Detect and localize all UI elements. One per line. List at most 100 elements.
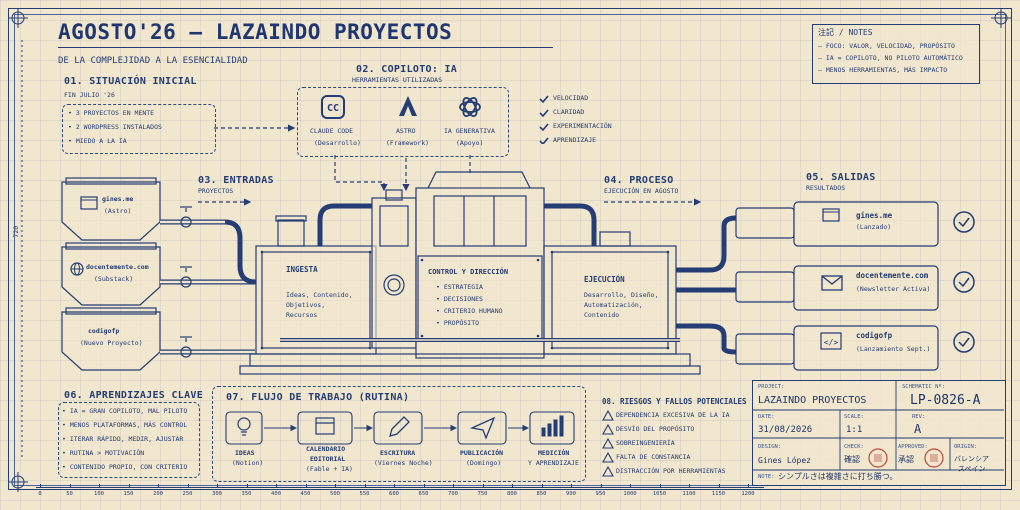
benefit-item: EXPERIMENTACIÓN [553, 122, 612, 130]
ruler-tick [453, 484, 454, 488]
control-title: CONTROL Y DIRECCIÓN [428, 268, 509, 276]
proceso-title: 04. PROCESO [604, 175, 674, 186]
code-icon: </> [820, 332, 842, 350]
copiloto-subtitle: HERRAMIENTAS UTILIZADAS [352, 76, 443, 84]
input-pipes [160, 206, 257, 358]
situacion-item: • 3 PROYECTOS EN MENTE [68, 109, 155, 117]
input-sub: (Astro) [104, 207, 132, 215]
ruler-tick [364, 484, 366, 488]
page-subtitle: DE LA COMPLEJIDAD A LA ESENCIALIDAD [58, 56, 248, 66]
ruler-tick [246, 484, 248, 488]
ejecucion-title: EJECUCIÓN [584, 275, 625, 284]
notes-box [812, 24, 980, 84]
warning-icons [602, 410, 614, 477]
output-name: docentemente.com [856, 271, 929, 280]
approval-stamp-icons [868, 448, 944, 468]
ruler-label: 350 [241, 491, 252, 497]
benefit-item: CLARIDAD [553, 108, 585, 116]
riesgos-title: 08. RIESGOS Y FALLOS POTENCIALES [602, 397, 747, 406]
ruler-label: 1200 [741, 491, 755, 497]
ruler-label: 1100 [682, 491, 696, 497]
tb-schematic-label: SCHEMATIC Nº: [902, 384, 946, 390]
ruler-tick [541, 484, 543, 488]
flujo-step-name: IDEAS [235, 449, 255, 457]
ingesta-text: Objetivos, [286, 301, 326, 309]
title-block-grid [752, 380, 1004, 471]
flujo-step-name: CALENDARIO [306, 445, 346, 453]
ruler-label: 50 [66, 491, 73, 497]
note-item: – IA = COPILOTO, NO PILOTO AUTOMÁTICO [818, 54, 963, 62]
flujo-step-sub: (Domingo) [466, 459, 502, 467]
note-item: – FOCO: VALOR, VELOCIDAD, PROPÓSITO [818, 42, 955, 50]
openai-icon [459, 97, 481, 117]
ejecucion-text: Desarrollo, Diseño, [584, 291, 659, 299]
tb-date: 31/08/2026 [758, 425, 813, 435]
tb-note: シンプルさは複雑さに打ち勝つ。 [778, 472, 898, 481]
ruler-label: 950 [595, 491, 606, 497]
aprendizaje-item: • RUTINA > MOTIVACIÓN [62, 449, 145, 457]
ruler-label: 500 [330, 491, 340, 497]
salidas-subtitle: RESULTADOS [806, 184, 846, 192]
salidas-title: 05. SALIDAS [806, 172, 876, 183]
benefit-item: APRENDIZAJE [553, 136, 597, 144]
flujo-step-sub: Y APRENDIZAJE [528, 459, 579, 467]
entradas-subtitle: PROYECTOS [198, 187, 234, 195]
ruler-tick [571, 484, 572, 488]
tb-origin-label: ORIGIN: [954, 444, 978, 450]
tb-design-label: DESIGN: [758, 444, 782, 450]
ruler-tick [99, 484, 100, 488]
tool-name: ASTRO [396, 127, 416, 135]
tb-scale-label: SCALE: [844, 414, 864, 420]
ruler-tick [630, 484, 631, 488]
ingesta-text: Ideas, Contenido, [286, 291, 353, 299]
ruler-label: 200 [153, 491, 163, 497]
page-title: AGOSTO'26 – LAZAINDO PROYECTOS [58, 20, 453, 44]
benefit-check-icons [539, 95, 549, 144]
svg-text:</>: </> [824, 338, 839, 347]
aprendizaje-item: • CONTENIDO PROPIO, CON CRITERIO [62, 463, 188, 471]
tool-role: (Framework) [386, 139, 430, 147]
globe-icon [70, 262, 84, 276]
bulb-icon [237, 417, 251, 436]
situacion-subtitle: FIN JULIO '26 [64, 91, 115, 99]
outer-frame [8, 8, 1012, 490]
input-name: gines.me [102, 195, 134, 203]
aprendizajes-title: 06. APRENDIZAJES CLAVE [64, 390, 204, 401]
machine-body [239, 171, 701, 375]
title-underline [58, 47, 553, 48]
ruler-label: 250 [182, 491, 193, 497]
output-sub: (Lanzado) [856, 223, 892, 231]
tb-note-label: NOTE: [758, 474, 775, 480]
copiloto-title: 02. COPILOTO: IA [356, 64, 458, 75]
aprendizaje-item: • MENOS PLATAFORMAS, MÁS CONTROL [62, 421, 188, 429]
bottom-ruler [36, 487, 764, 488]
notes-title: 注記 / NOTES [818, 28, 873, 37]
send-icon [469, 416, 496, 440]
claude-code-icon: CC [321, 95, 345, 119]
ruler-label: 400 [271, 491, 281, 497]
ruler-label: 1050 [652, 491, 667, 497]
ejecucion-text: Contenido [584, 311, 620, 319]
ruler-label: 150 [123, 491, 134, 497]
flujo-step-sub: (Viernes Noche) [374, 459, 433, 467]
ruler-tick [305, 484, 307, 488]
riesgo-item: DEPENDENCIA EXCESIVA DE LA IA [616, 411, 730, 419]
tb-rev-label: REV: [912, 414, 926, 420]
flujo-step-sub: (Notion) [232, 459, 264, 467]
ruler-tick [600, 484, 602, 488]
tb-check: 確認 [844, 455, 860, 464]
tb-origin: バレンシア [954, 455, 989, 463]
flujo-step-name: MEDICIÓN [538, 449, 570, 457]
ruler-tick [394, 484, 395, 488]
ingesta-text: Recursos [286, 311, 318, 319]
aprendizaje-item: • IA = GRAN COPILOTO, MAL PILOTO [62, 407, 188, 415]
tb-project: LAZAINDO PROYECTOS [758, 395, 867, 406]
situacion-box [62, 104, 216, 154]
tb-approved: 承認 [898, 455, 914, 464]
riesgo-item: DESVÍO DEL PROPÓSITO [616, 425, 695, 433]
tb-project-label: PROJECT: [758, 384, 785, 390]
ruler-tick [423, 484, 425, 488]
control-item: • PROPÓSITO [436, 319, 480, 327]
